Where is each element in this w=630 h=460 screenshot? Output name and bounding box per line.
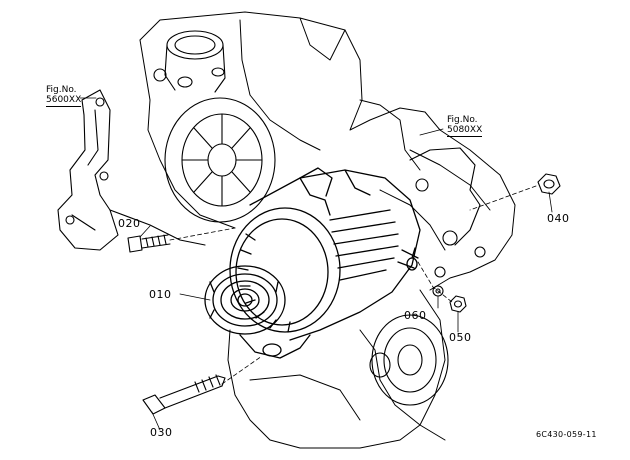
assembly-lines (169, 185, 537, 385)
bolt-020 (127, 234, 171, 253)
callout-050: 050 (449, 331, 472, 344)
fig-ref-5600-line2: 5600XX (46, 95, 82, 107)
nut-040 (537, 173, 561, 195)
bolt-030 (142, 374, 226, 415)
crank-pulley (369, 314, 449, 406)
fig-ref-5080-line1: Fig.No. (447, 115, 478, 125)
alternator-body (204, 167, 421, 359)
fan-pulley (164, 97, 276, 223)
callout-030: 030 (150, 426, 173, 439)
callout-010: 010 (149, 288, 172, 301)
water-pump-housing (153, 30, 226, 93)
callout-060: 060 (404, 309, 427, 322)
fig-ref-5080-line2: 5080XX (447, 125, 483, 137)
fig-ref-5600-line1: Fig.No. (46, 85, 77, 95)
fig-ref-5080: Fig.No. 5080XX (447, 115, 483, 137)
nut-050 (449, 295, 467, 313)
fig-ref-5600: Fig.No. 5600XX (46, 85, 82, 107)
gear-case-cover (409, 147, 486, 278)
engine-block-outline (139, 11, 516, 449)
callout-020: 020 (118, 217, 141, 230)
leader-lines (79, 97, 553, 431)
callout-040: 040 (547, 212, 570, 225)
alternator-bracket (57, 89, 206, 251)
drawing-reference: 6C430-059-11 (536, 430, 597, 439)
